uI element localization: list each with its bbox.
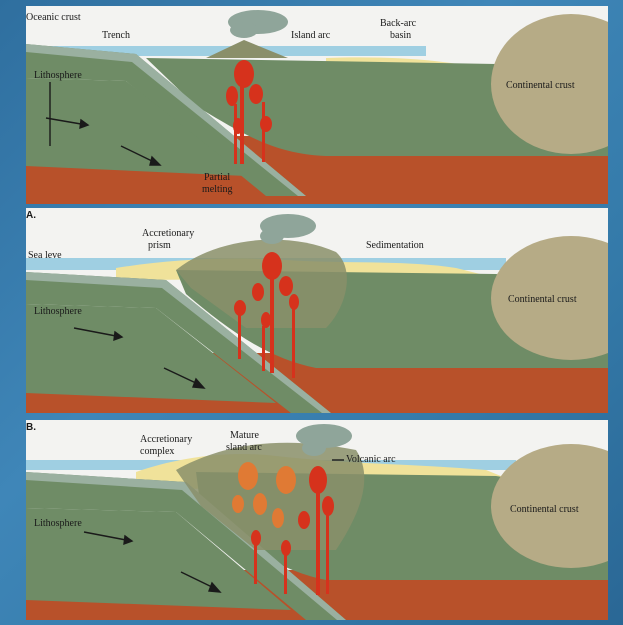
label-lithosphere: Lithosphere	[34, 70, 82, 81]
panel-b-drawing	[26, 420, 608, 620]
label-oceanic-crust: Oceanic crust	[26, 12, 81, 23]
panel-b-letter: B.	[26, 422, 36, 433]
label-lithosphere: Lithosphere	[34, 306, 82, 317]
label-continental-crust: Continental crust	[510, 504, 579, 515]
panel-a-drawing	[26, 208, 608, 413]
diagram-panel-b: B. Accretionary complex Mature sland arc…	[26, 420, 608, 620]
label-sedimentation: Sedimentation	[366, 240, 424, 251]
volcanic-smoke	[228, 10, 288, 38]
label-trench: Trench	[102, 30, 130, 41]
label-volcanic-arc: Volcanic arc	[346, 454, 396, 465]
label-lithosphere: Lithosphere	[34, 518, 82, 529]
label-continental-crust: Continental crust	[506, 80, 575, 91]
label-back-arc-basin-line2: basin	[390, 30, 411, 41]
label-mature-island-arc-line1: Mature	[230, 430, 259, 441]
label-partial-melting-line2: melting	[202, 184, 233, 195]
label-island-arc: Island arc	[291, 30, 330, 41]
volcanic-smoke	[260, 214, 316, 244]
label-partial-melting-line1: Partial	[204, 172, 230, 183]
diagram-panel-a: A. Sea leve Accretionary prism Sedimenta…	[26, 208, 608, 413]
label-back-arc-basin-line1: Back-arc	[380, 18, 416, 29]
label-continental-crust: Continental crust	[508, 294, 577, 305]
label-accretionary-prism-line2: prism	[148, 240, 171, 251]
label-accretionary-complex-line1: Accretionary	[140, 434, 192, 445]
diagram-panel-initial: Oceanic crust Trench Island arc Back-arc…	[26, 6, 608, 204]
label-mature-island-arc-line2: sland arc	[226, 442, 262, 453]
label-sea-level: Sea leve	[28, 250, 62, 261]
label-accretionary-prism-line1: Accretionary	[142, 228, 194, 239]
panel-a-letter: A.	[26, 210, 36, 221]
label-accretionary-complex-line2: complex	[140, 446, 174, 457]
